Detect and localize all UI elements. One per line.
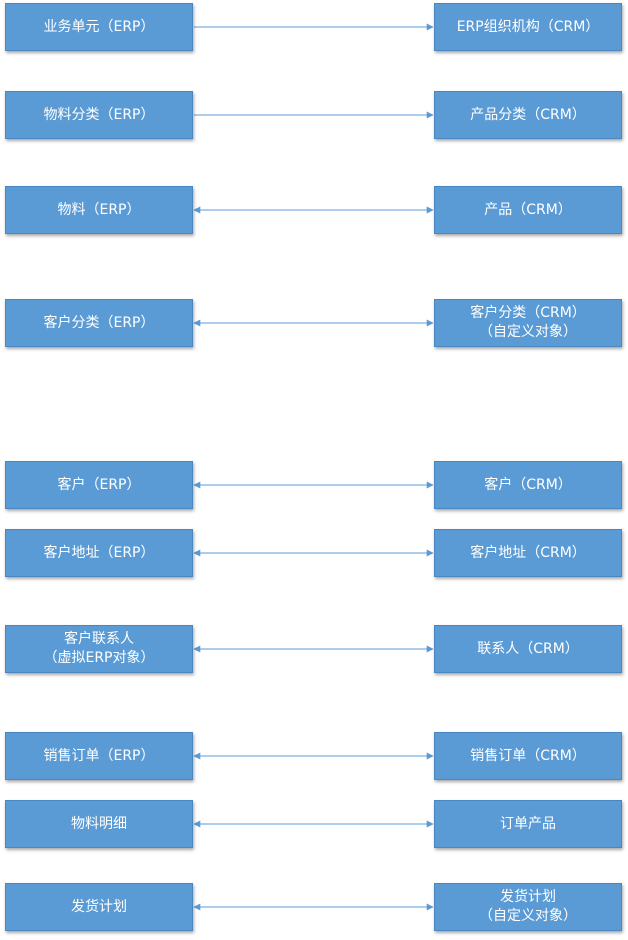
node-sublabel: （虚拟ERP对象）: [43, 650, 155, 666]
node-crm-order-product: 订单产品: [434, 800, 622, 848]
node-label: 客户（ERP）: [57, 476, 141, 493]
node-label: 业务单元（ERP）: [43, 18, 155, 35]
node-label: 客户地址（ERP）: [43, 544, 155, 561]
node-crm-product-category: 产品分类（CRM）: [434, 91, 622, 139]
node-erp-customer: 客户（ERP）: [5, 461, 193, 509]
node-label: 订单产品: [500, 815, 556, 832]
node-erp-material-detail: 物料明细: [5, 800, 193, 848]
node-crm-sales-order: 销售订单（CRM）: [434, 732, 622, 780]
node-label: 产品分类（CRM）: [470, 106, 586, 123]
node-label: 客户地址（CRM）: [470, 544, 586, 561]
node-sublabel: （自定义对象）: [479, 908, 577, 924]
node-erp-sales-order: 销售订单（ERP）: [5, 732, 193, 780]
node-label: 联系人（CRM）: [477, 640, 579, 657]
node-erp-delivery-plan: 发货计划: [5, 883, 193, 931]
node-label: 客户联系人: [64, 631, 134, 647]
node-erp-material-category: 物料分类（ERP）: [5, 91, 193, 139]
node-label: 物料分类（ERP）: [43, 106, 155, 123]
node-label: 客户分类（CRM）: [470, 305, 586, 321]
node-crm-customer-address: 客户地址（CRM）: [434, 529, 622, 577]
node-label: 产品（CRM）: [484, 201, 572, 218]
node-erp-customer-contact: 客户联系人 （虚拟ERP对象）: [5, 625, 193, 673]
node-label: 客户（CRM）: [484, 476, 572, 493]
node-label: 销售订单（CRM）: [470, 747, 586, 764]
node-crm-product: 产品（CRM）: [434, 186, 622, 234]
node-crm-delivery-plan: 发货计划 （自定义对象）: [434, 883, 622, 931]
node-label: 物料（ERP）: [57, 201, 141, 218]
node-label: 销售订单（ERP）: [43, 747, 155, 764]
node-erp-material: 物料（ERP）: [5, 186, 193, 234]
node-crm-customer-category: 客户分类（CRM） （自定义对象）: [434, 299, 622, 347]
node-erp-customer-category: 客户分类（ERP）: [5, 299, 193, 347]
node-crm-contact: 联系人（CRM）: [434, 625, 622, 673]
node-erp-business-unit: 业务单元（ERP）: [5, 3, 193, 51]
node-sublabel: （自定义对象）: [479, 324, 577, 340]
node-erp-customer-address: 客户地址（ERP）: [5, 529, 193, 577]
node-crm-customer: 客户（CRM）: [434, 461, 622, 509]
node-label: 物料明细: [71, 815, 127, 832]
node-label: ERP组织机构（CRM）: [456, 18, 600, 35]
node-label: 客户分类（ERP）: [43, 314, 155, 331]
node-label: 发货计划: [71, 898, 127, 915]
node-label: 发货计划: [500, 889, 556, 905]
node-crm-org: ERP组织机构（CRM）: [434, 3, 622, 51]
